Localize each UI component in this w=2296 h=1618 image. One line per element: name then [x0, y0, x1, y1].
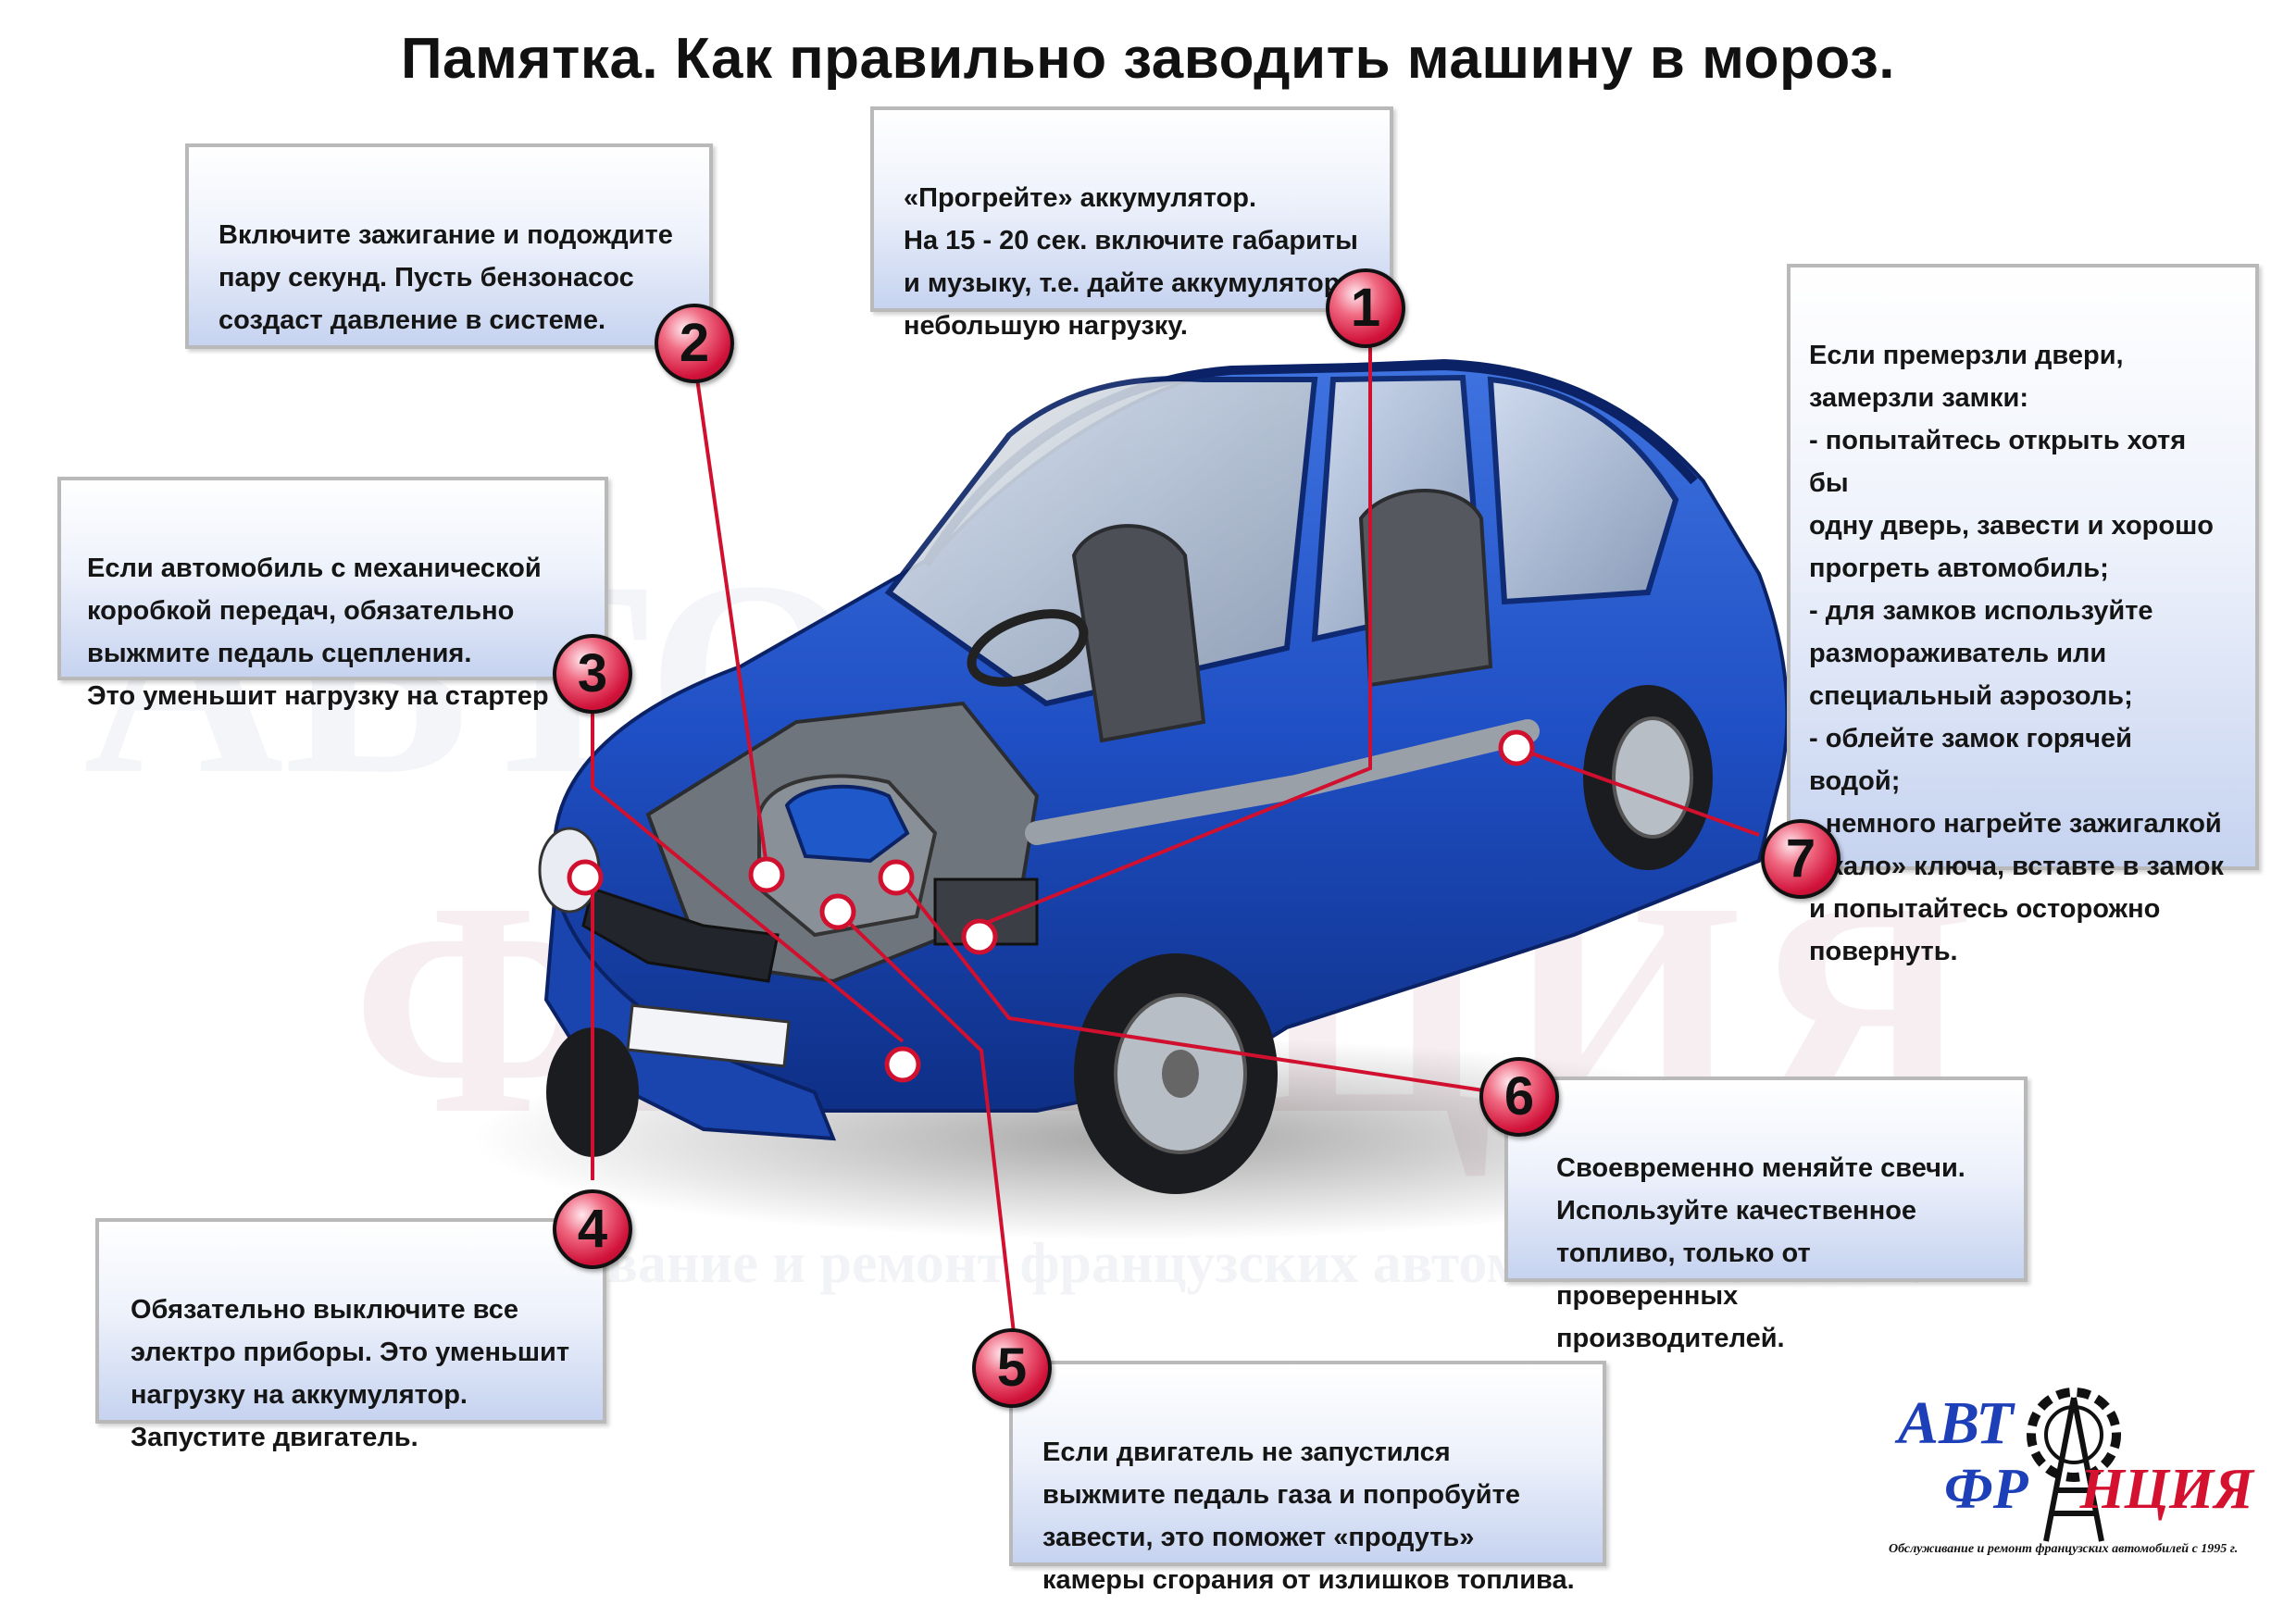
engine-cover [784, 784, 910, 864]
leader-lines [591, 329, 1760, 1334]
logo-word-2b: НЦИЯ [2079, 1458, 2253, 1521]
step-1-text: «Прогрейте» аккумулятор. На 15 - 20 сек.… [904, 183, 1358, 341]
front-seat [1071, 524, 1206, 743]
step-2-text: Включите зажигание и подождите пару секу… [218, 220, 673, 335]
front-wheel [1074, 953, 1278, 1194]
step-2-badge: 2 [655, 304, 734, 383]
marker-dot-fuel-pump [748, 856, 785, 893]
step-4-box: Обязательно выключите все электро прибор… [95, 1218, 606, 1452]
logo-subtitle: Обслуживание и ремонт французских автомо… [1889, 1542, 2239, 1556]
rear-seat [1358, 489, 1493, 688]
step-7-text: Если премерзли двери, замерзли замки: - … [1809, 341, 2224, 966]
step-5-badge: 5 [972, 1328, 1052, 1408]
step-3-badge: 3 [553, 634, 632, 714]
company-logo: АВТ ФР НЦИЯ Обслуживание и ремонт француз… [1889, 1379, 2259, 1564]
leader-line-7 [1516, 746, 1760, 837]
step-7-box: Если премерзли двери, замерзли замки: - … [1787, 264, 2259, 966]
steering-wheel [967, 609, 1089, 687]
step-2-box: Включите зажигание и подождите пару секу… [185, 143, 713, 349]
logo-word-2a: ФР [1944, 1458, 2028, 1521]
step-6-box: Своевременно меняйте свечи. Используйте … [1504, 1077, 2028, 1353]
marker-dot-battery [961, 918, 998, 955]
step-5-box: Если двигатель не запустился выжмите пед… [1009, 1361, 1606, 1595]
rear-wheel [1583, 685, 1713, 870]
step-1-badge: 1 [1326, 268, 1405, 348]
step-4-badge: 4 [553, 1189, 632, 1269]
grille [581, 887, 780, 983]
marker-dot-clutch [884, 1046, 921, 1083]
leader-line-3 [591, 703, 905, 1043]
step-3-text: Если автомобиль с механической коробкой … [87, 554, 549, 711]
leader-line-6 [896, 876, 1496, 1094]
step-3-box: Если автомобиль с механической коробкой … [57, 477, 608, 711]
license-plate [626, 1003, 791, 1068]
rear-side-window [1487, 376, 1679, 605]
page-title: Памятка. Как правильно заводить машину в… [400, 27, 1896, 91]
step-7-badge: 7 [1761, 819, 1841, 899]
logo-word-2: ФР НЦИЯ [1944, 1457, 2253, 1523]
marker-dot-spark-plugs [878, 859, 915, 896]
eiffel-gear-icon [2027, 1388, 2121, 1542]
step-1-box: «Прогрейте» аккумулятор. На 15 - 20 сек.… [870, 106, 1393, 341]
step-5-text: Если двигатель не запустился выжмите пед… [1042, 1438, 1575, 1595]
leader-line-5 [836, 910, 1016, 1334]
step-6-text: Своевременно меняйте свечи. Используйте … [1556, 1153, 1965, 1353]
leader-line-1 [979, 329, 1372, 927]
marker-dots [567, 729, 1535, 1083]
logo-word-1: АВТ [1898, 1389, 2014, 1457]
marker-dot-headlight [567, 859, 604, 896]
step-4-text: Обязательно выключите все электро прибор… [131, 1295, 570, 1452]
exhaust-pipe [1025, 719, 1540, 845]
step-6-badge: 6 [1479, 1057, 1559, 1137]
marker-dot-starter [819, 893, 856, 930]
leader-line-2 [694, 371, 768, 866]
marker-dot-door [1498, 729, 1535, 766]
